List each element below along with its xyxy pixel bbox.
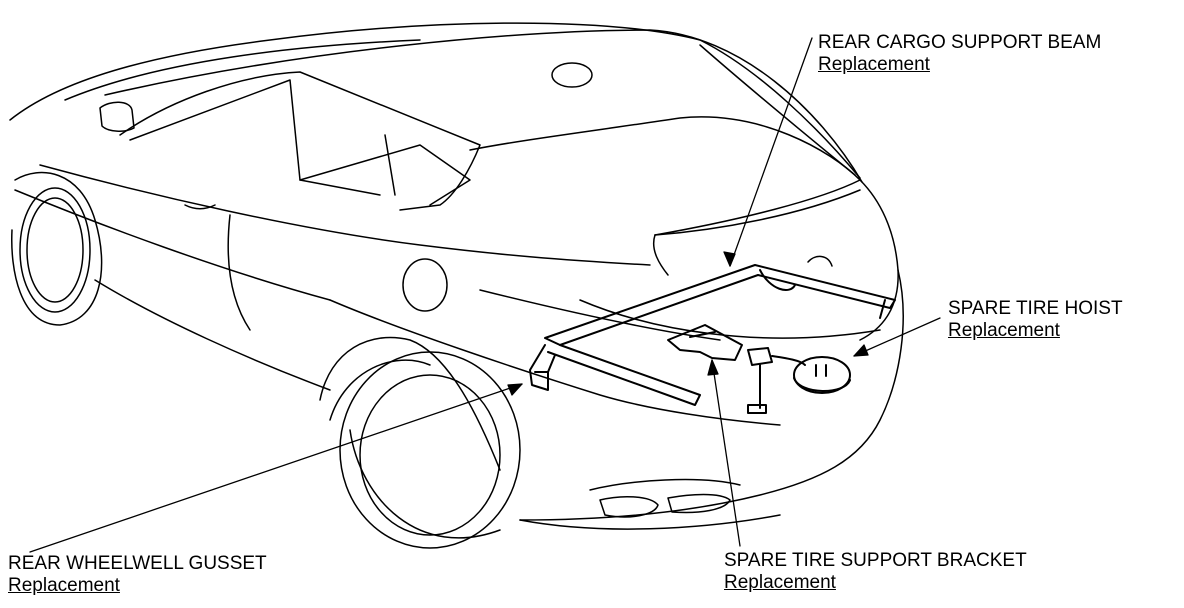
callout-spare-tire-hoist: SPARE TIRE HOIST Replacement: [948, 298, 1123, 342]
rear-wheelwell-gusset-part: [529, 344, 556, 391]
replacement-link[interactable]: Replacement: [818, 54, 930, 75]
callout-rear-wheelwell-gusset: REAR WHEELWELL GUSSET Replacement: [8, 553, 267, 597]
replacement-link[interactable]: Replacement: [724, 572, 836, 593]
callout-title: SPARE TIRE SUPPORT BRACKET: [724, 550, 1027, 571]
spare-tire-hoist-part: [747, 347, 851, 414]
callout-rear-cargo-support-beam: REAR CARGO SUPPORT BEAM Replacement: [818, 32, 1101, 76]
callout-leader-lines: [29, 37, 941, 553]
replacement-link[interactable]: Replacement: [948, 320, 1060, 341]
rear-cargo-support-beam: [544, 264, 896, 406]
callout-title: REAR CARGO SUPPORT BEAM: [818, 32, 1102, 53]
spare-tire-support-bracket-part: [667, 324, 743, 361]
callout-spare-tire-support-bracket: SPARE TIRE SUPPORT BRACKET Replacement: [724, 550, 1027, 594]
callout-title: REAR WHEELWELL GUSSET: [8, 553, 267, 574]
callout-title: SPARE TIRE HOIST: [948, 298, 1123, 319]
car-body-outline: [9, 22, 904, 549]
replacement-link[interactable]: Replacement: [8, 575, 120, 596]
